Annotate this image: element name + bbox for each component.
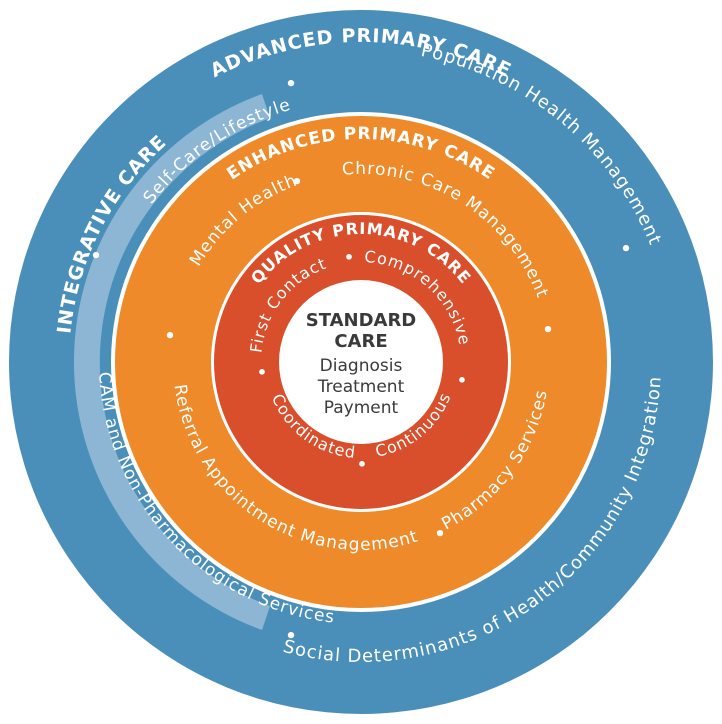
standard-care-center xyxy=(279,280,443,444)
separator-dot: • xyxy=(620,239,632,260)
integrative-care-band xyxy=(73,94,270,630)
standard-care-title-line2: CARE xyxy=(334,331,387,352)
separator-dot: • xyxy=(164,326,176,347)
separator-dot: • xyxy=(344,248,354,267)
separator-dot: • xyxy=(542,320,554,341)
center-diagnosis: Diagnosis xyxy=(320,356,403,376)
separator-dot: • xyxy=(285,74,297,95)
separator-dot: • xyxy=(90,246,102,267)
separator-dot: • xyxy=(285,626,297,647)
separator-dot: • xyxy=(457,371,467,390)
separator-dot: • xyxy=(291,172,303,193)
center-payment: Payment xyxy=(324,398,399,418)
standard-care-title-line1: STANDARD xyxy=(306,310,417,331)
separator-dot: • xyxy=(357,455,367,474)
center-treatment: Treatment xyxy=(317,377,405,397)
separator-dot: • xyxy=(257,363,267,382)
separator-dot: • xyxy=(434,524,446,545)
